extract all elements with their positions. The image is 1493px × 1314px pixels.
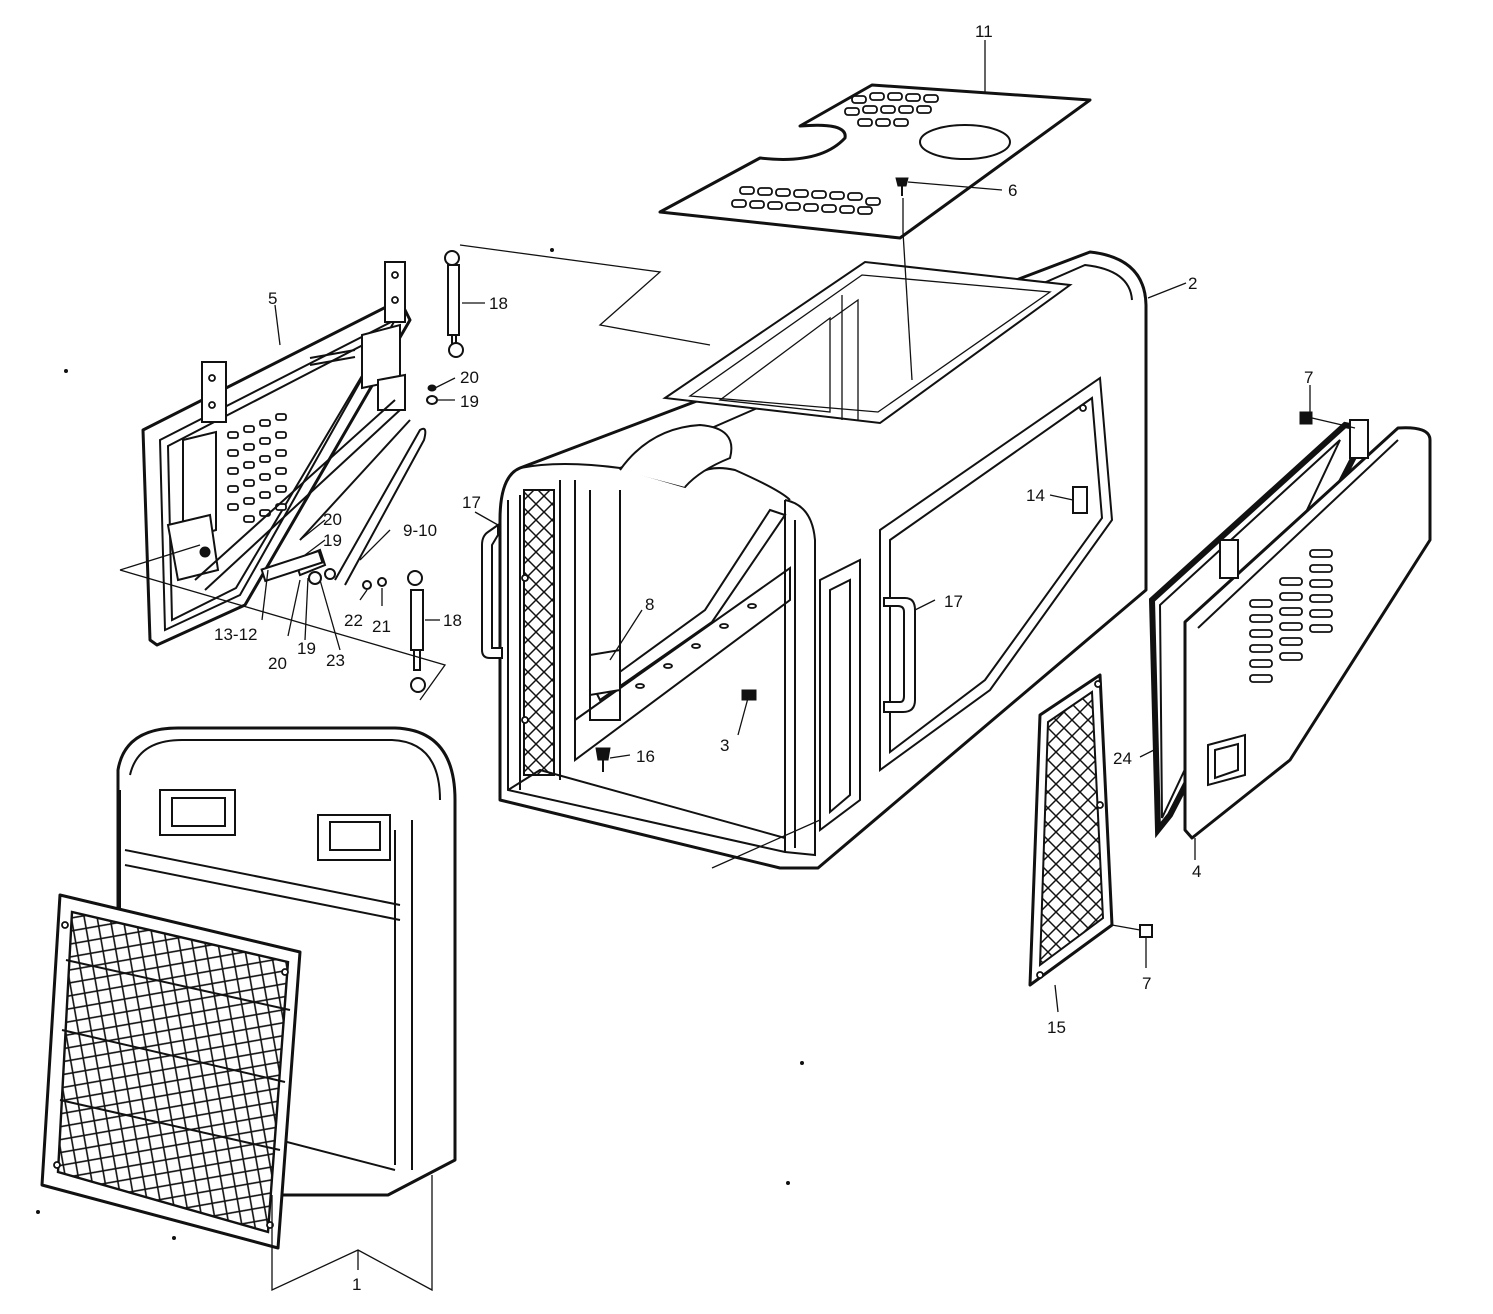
roof-plate <box>658 83 1092 240</box>
roof-vent-slots <box>731 92 939 215</box>
callout-3: 3 <box>720 736 729 755</box>
callout-24: 24 <box>1113 749 1132 768</box>
callout-23: 23 <box>326 651 345 670</box>
scan-specks <box>36 248 804 1240</box>
callout-1: 1 <box>352 1275 361 1294</box>
right-door <box>1183 419 1432 840</box>
front-grille <box>40 893 302 1250</box>
callout-9-10: 9-10 <box>403 521 437 540</box>
callout-18-lower: 18 <box>443 611 462 630</box>
callout-19-upper: 19 <box>460 392 479 411</box>
callout-8: 8 <box>645 595 654 614</box>
callout-14: 14 <box>1026 486 1045 505</box>
callout-16: 16 <box>636 747 655 766</box>
callout-15: 15 <box>1047 1018 1066 1037</box>
gas-strut-upper <box>444 250 464 358</box>
callout-21: 21 <box>372 617 391 636</box>
screw-16 <box>595 747 611 772</box>
callout-13-12: 13-12 <box>214 625 257 644</box>
callout-17-front: 17 <box>462 493 481 512</box>
callout-20-upper: 20 <box>460 368 479 387</box>
callout-19-mid: 19 <box>323 531 342 550</box>
screw-7-top <box>1299 411 1313 425</box>
callout-20-low: 20 <box>268 654 287 673</box>
callout-4: 4 <box>1192 862 1201 881</box>
screw-6 <box>895 177 909 196</box>
callout-labels: 11 6 2 7 5 18 20 19 20 19 9-10 22 21 18 … <box>214 22 1313 1294</box>
callout-2: 2 <box>1188 274 1197 293</box>
callout-18-upper: 18 <box>489 294 508 313</box>
screw-7-bottom <box>1139 924 1153 938</box>
callout-20-mid: 20 <box>323 510 342 529</box>
right-door-vent-slots <box>1249 549 1333 683</box>
callout-6: 6 <box>1008 181 1017 200</box>
leader-lines <box>119 40 1356 1292</box>
side-mesh-panel <box>1028 673 1114 987</box>
gas-strut-lower <box>407 570 426 693</box>
callout-17-side: 17 <box>944 592 963 611</box>
small-hardware <box>260 384 438 590</box>
callout-7-bottom: 7 <box>1142 974 1151 993</box>
cab-shell <box>481 250 1148 870</box>
rail-holes <box>635 603 757 689</box>
callout-7-top: 7 <box>1304 368 1313 387</box>
callout-19-low: 19 <box>297 639 316 658</box>
callout-5: 5 <box>268 289 277 308</box>
door-vent-slots <box>227 413 287 523</box>
callout-11: 11 <box>975 22 993 41</box>
callout-22: 22 <box>344 611 363 630</box>
screw-3 <box>741 689 757 701</box>
left-door <box>141 261 427 647</box>
